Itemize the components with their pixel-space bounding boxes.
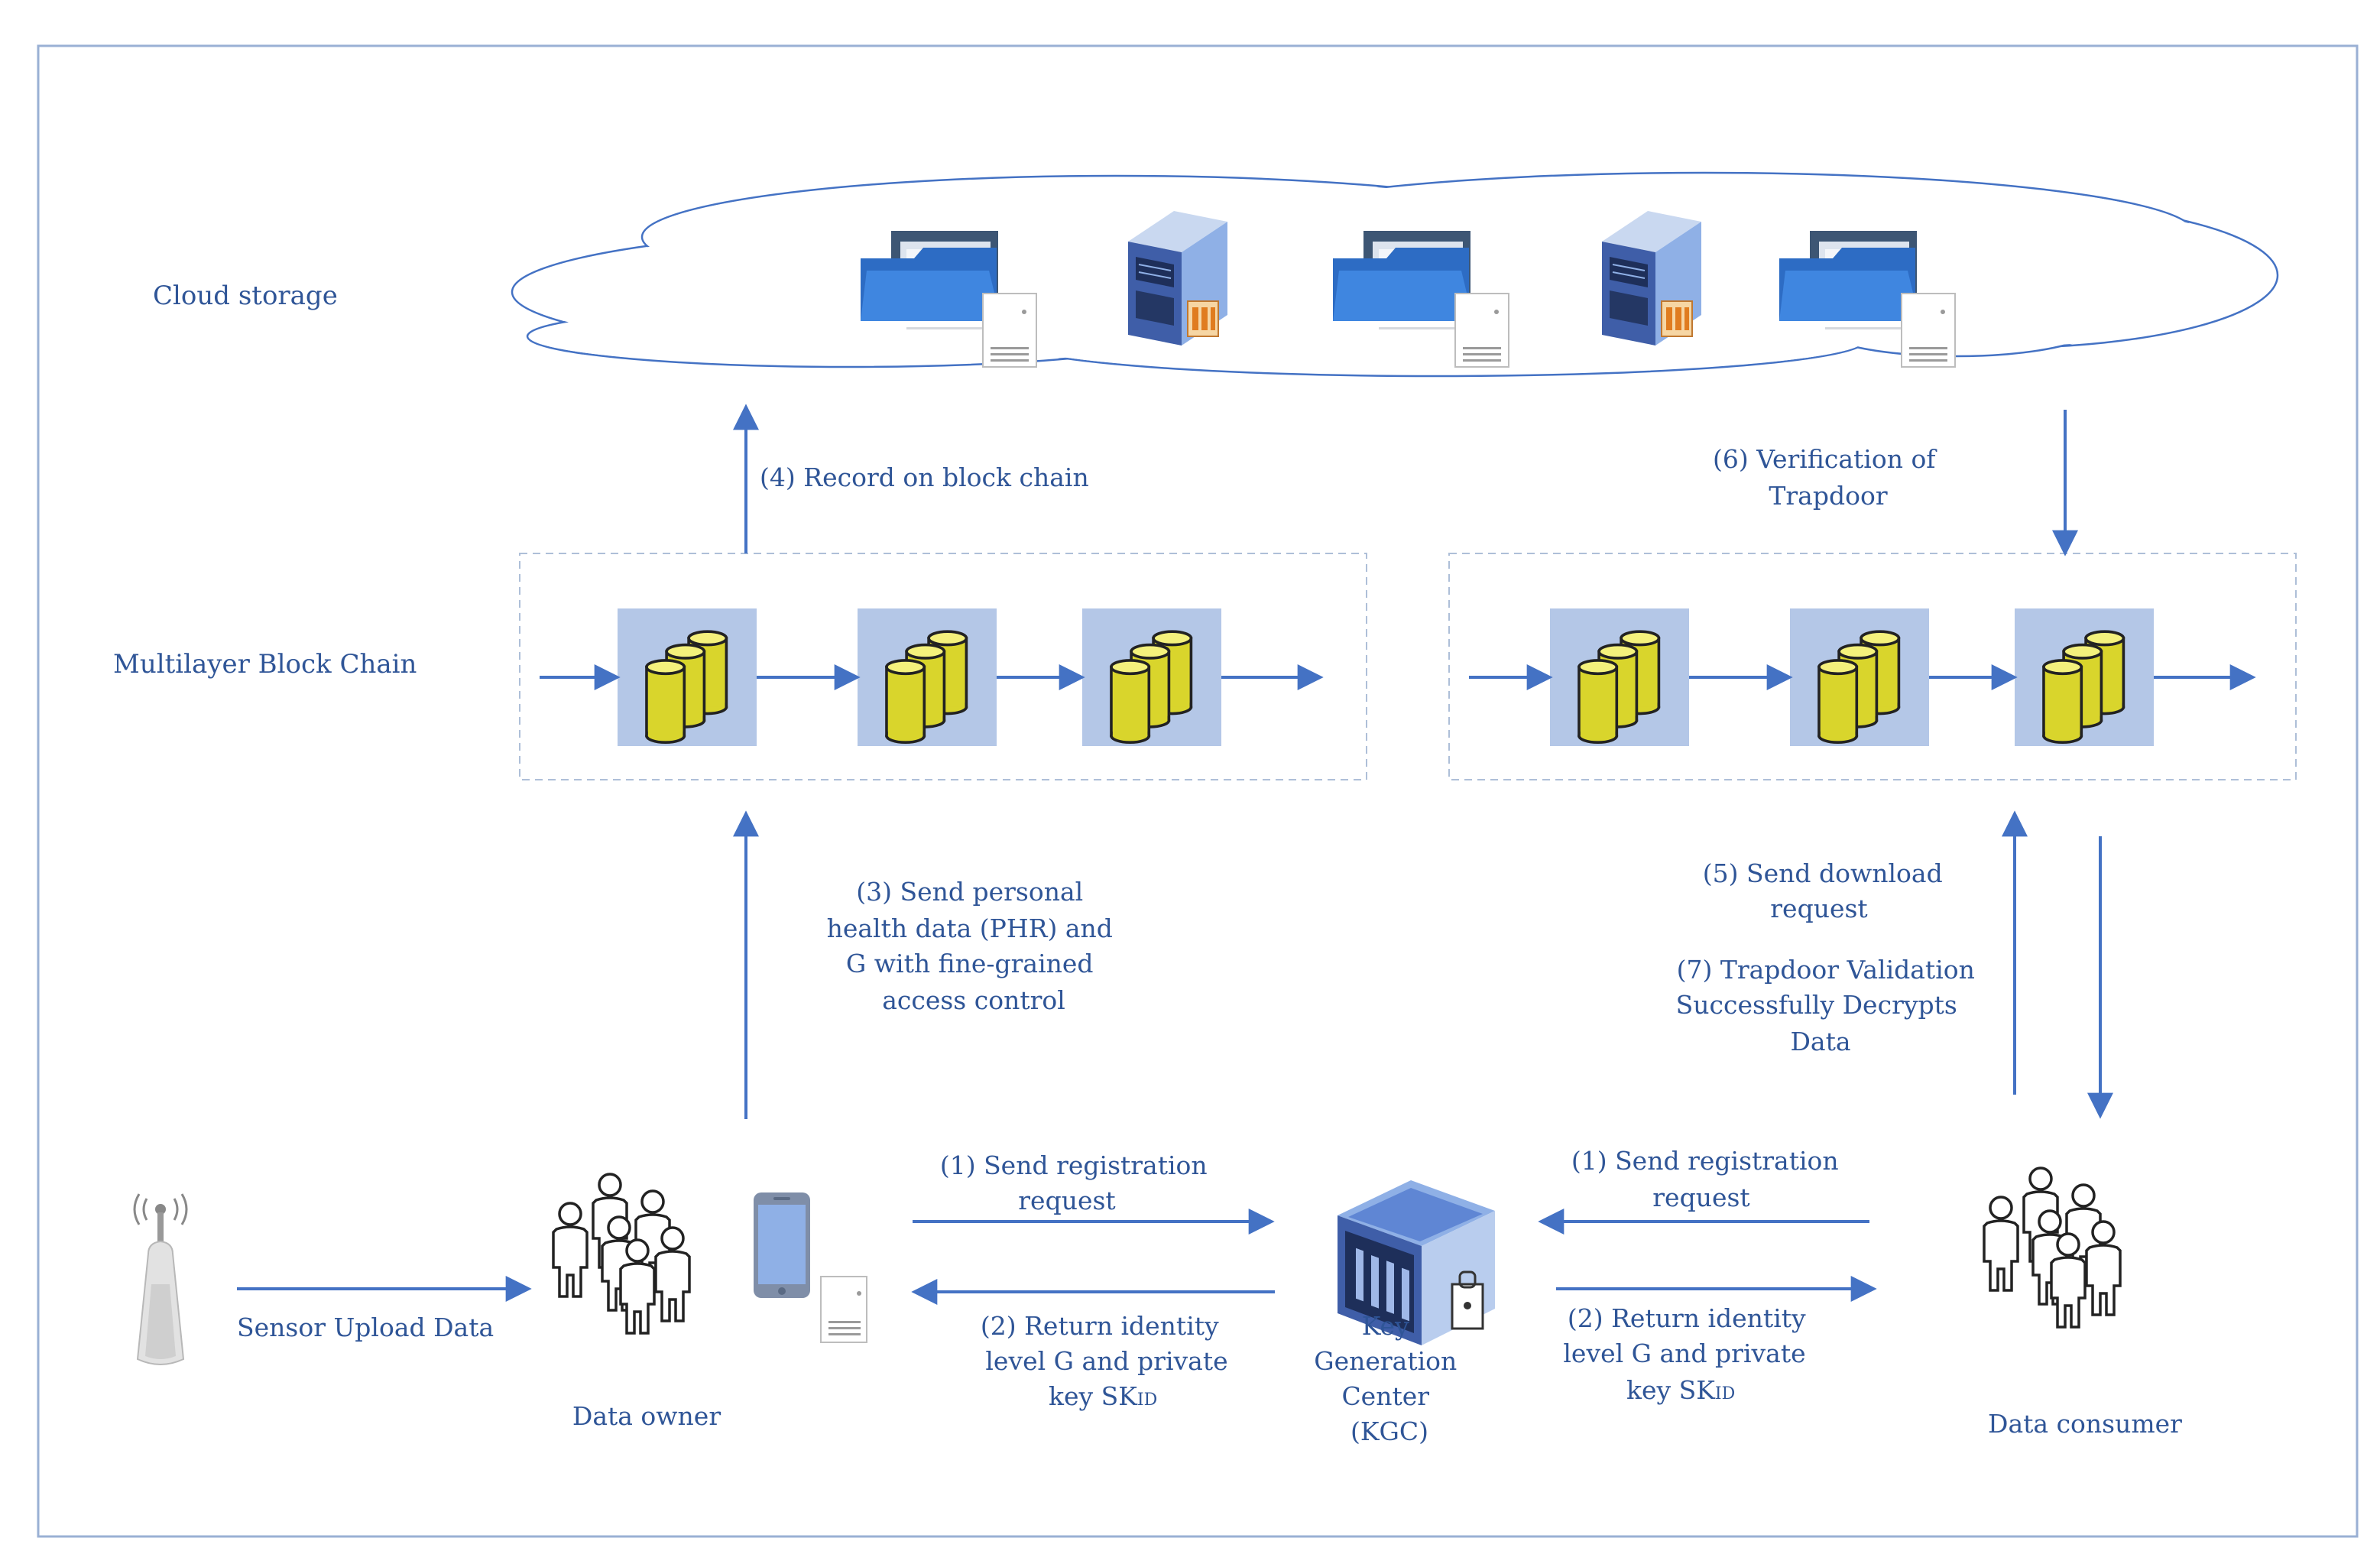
svg-text:key SKID: key SKID	[1626, 1375, 1735, 1405]
block-4	[1550, 608, 1689, 746]
document-icon	[820, 1276, 867, 1343]
data-consumer-people-icon	[1984, 1168, 2120, 1327]
kgc-label-line1: Key	[1362, 1311, 1409, 1341]
step-7-label-line3: Data	[1790, 1027, 1850, 1056]
svg-text:(1) Send registration req: (1) Send registration request	[1571, 1146, 1847, 1212]
step-1-left-label-line1: (1) Send registration	[940, 1150, 1208, 1180]
svg-text:(2) Return identity level: (2) Return identity level G and private	[981, 1311, 1228, 1376]
kgc-label-line3: Center	[1341, 1381, 1429, 1411]
data-owner-label: Data owner	[572, 1401, 721, 1431]
wireless-sensor-icon	[133, 1193, 188, 1365]
step-2-right-label-line2: level G and private	[1563, 1338, 1805, 1368]
svg-text:key SKID: key SKID	[1049, 1381, 1157, 1411]
smartphone-icon	[754, 1192, 810, 1298]
svg-text:(2) Return identity level: (2) Return identity level G and private	[1563, 1303, 1814, 1368]
step-1-right-label-line1: (1) Send registration	[1571, 1146, 1839, 1176]
step-3-label-line4: access control	[882, 985, 1065, 1015]
blockchain-label: Multilayer Block Chain	[113, 649, 417, 680]
block-5	[1790, 608, 1929, 746]
block-2	[858, 608, 997, 746]
svg-text:(6) Verification of Trapdo: (6) Verification of Trapdoor	[1713, 444, 1944, 511]
svg-text:(7) Trapdoor Validation Su: (7) Trapdoor Validation Successfully Dec…	[1676, 955, 1983, 1056]
block-6	[2015, 608, 2154, 746]
step-2-left-label-line1: (2) Return identity	[981, 1311, 1219, 1341]
data-owner-people-icon	[553, 1174, 689, 1333]
step-1-right-label-line2: request	[1652, 1183, 1749, 1212]
step-3-label-line3: G with fine-grained	[846, 949, 1094, 978]
blockchain-group-right	[1448, 553, 2297, 780]
step-2-right-label-line3: key SK	[1626, 1375, 1716, 1405]
svg-text:(5) Send download request: (5) Send download request	[1703, 858, 1950, 923]
step-4-label: (4) Record on block chain	[760, 462, 1089, 492]
block-1	[618, 608, 757, 746]
step-5-label-line1: (5) Send download	[1703, 858, 1943, 888]
step-3-label-line1: (3) Send personal	[856, 877, 1083, 907]
step-1-left-label-line2: request	[1018, 1186, 1115, 1215]
kgc-label-line4: (KGC)	[1351, 1416, 1428, 1446]
kgc-server-icon	[1338, 1180, 1495, 1345]
sensor-upload-label: Sensor Upload Data	[237, 1313, 494, 1342]
step-2-right-label-line1: (2) Return identity	[1568, 1303, 1806, 1333]
step-2-left-label-line3: key SK	[1049, 1381, 1138, 1411]
cloud-storage-label: Cloud storage	[153, 281, 338, 311]
kgc-label-line2: Generation	[1314, 1346, 1457, 1376]
step-2-left-label-line2: level G and private	[985, 1346, 1227, 1376]
sk-subscript-right: ID	[1715, 1384, 1735, 1403]
step-7-label-line1: (7) Trapdoor Validation	[1677, 955, 1975, 985]
svg-text:(3) Send personal health d: (3) Send personal health data (PHR) and …	[827, 877, 1121, 1015]
step-6-label-line2: Trapdoor	[1769, 481, 1887, 511]
svg-text:(1) Send registration req: (1) Send registration request	[940, 1150, 1215, 1215]
step-3-label-line2: health data (PHR) and	[827, 913, 1113, 943]
svg-text:Key Generation Center: Key Generation Center (KGC)	[1314, 1311, 1465, 1446]
block-3	[1082, 608, 1221, 746]
step-7-label-line2: Successfully Decrypts	[1676, 990, 1957, 1020]
step-5-label-line2: request	[1770, 894, 1867, 923]
outer-frame	[37, 44, 2359, 1538]
blockchain-group-left	[519, 553, 1367, 780]
step-6-label-line1: (6) Verification of	[1713, 444, 1937, 474]
sk-subscript-left: ID	[1137, 1390, 1157, 1410]
data-consumer-label: Data consumer	[1988, 1409, 2182, 1439]
